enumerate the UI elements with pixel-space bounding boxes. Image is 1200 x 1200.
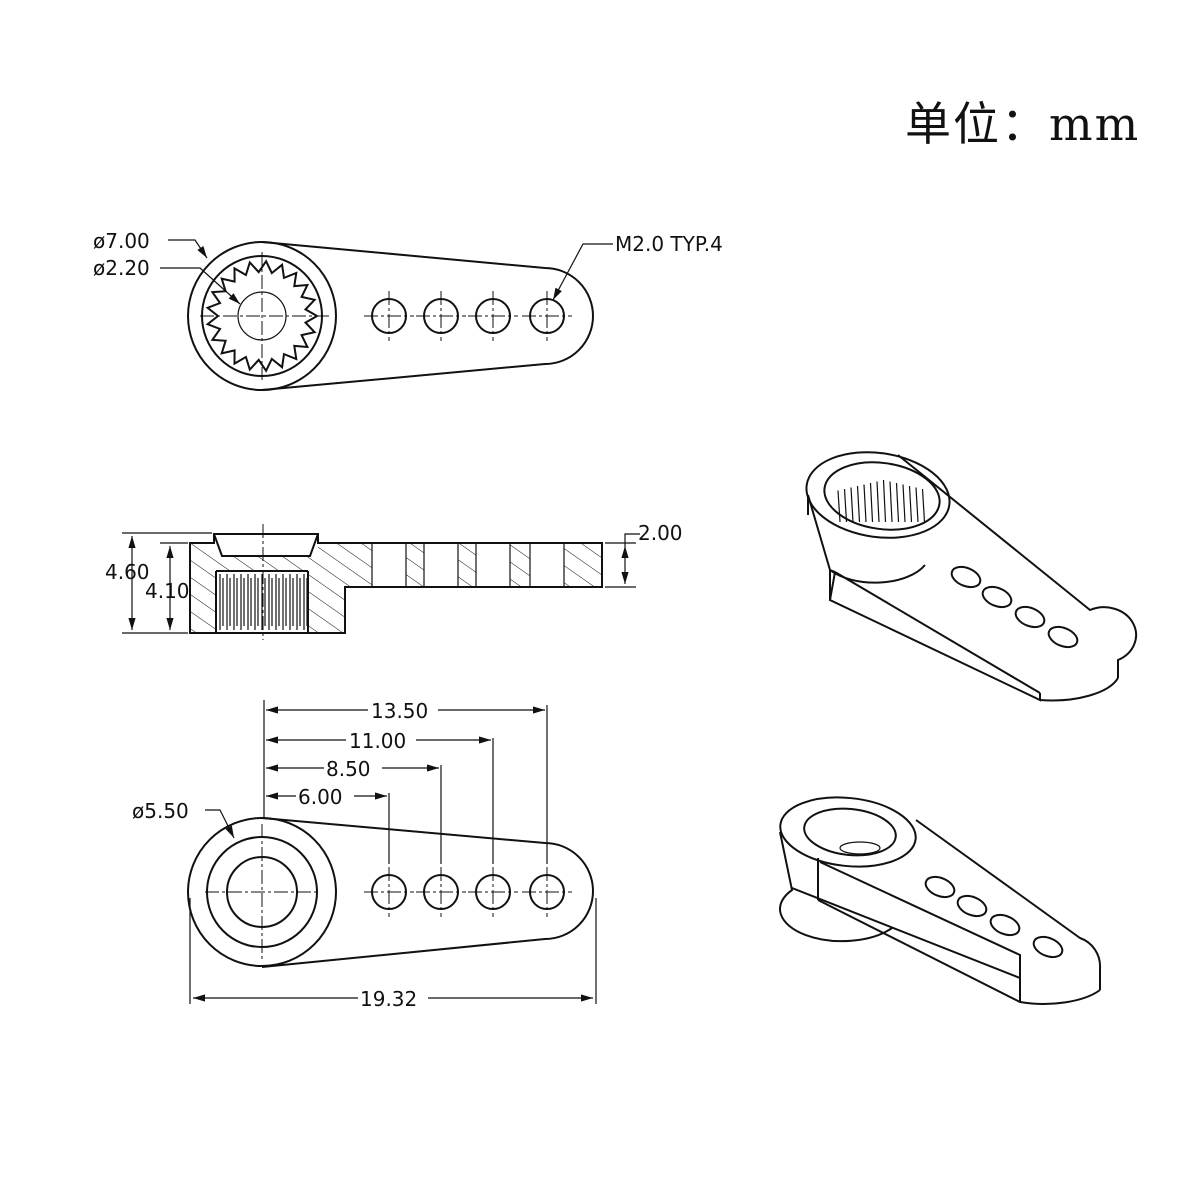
top-arm-outline [261,241,594,391]
bottom-arm-outline [261,817,594,968]
iso-top-holes [950,565,1079,649]
iso1-hole-1 [950,565,982,589]
iso-bottom-holes [924,875,1064,959]
top-hub-outer-circle [187,241,337,391]
total-height-label: 4.60 [105,560,150,584]
counterbore-diameter-label: ø5.50 [132,799,189,823]
hub-height-label: 4.10 [145,579,190,603]
overall-length-label: 19.32 [360,987,417,1011]
isometric-view-bottom [779,796,1102,1005]
bottom-view: 13.50 11.00 8.50 6.00 ø5.50 19.32 [132,698,597,1011]
bottom-arm-holes [364,867,572,917]
hole-3-distance-label: 11.00 [349,729,406,753]
section-outline [189,533,603,634]
iso2-hole-3 [989,913,1021,937]
section-view: 4.60 4.10 2.00 [105,521,683,640]
unit-label: 单位：mm [905,97,1141,151]
iso1-hole-3 [1014,605,1046,629]
top-view: ø7.00 ø2.20 M2.0 TYP.4 [93,229,723,391]
hole-4-distance-label: 13.50 [371,699,428,723]
spline-teeth-section [219,574,308,630]
top-arm-holes [364,291,572,341]
isometric-view-top [805,451,1138,702]
iso2-hole-4 [1032,935,1064,959]
outer-diameter-label: ø7.00 [93,229,150,253]
hole-callout-label: M2.0 TYP.4 [615,232,723,256]
bottom-hub-outer-circle [187,817,337,967]
spline-diameter-label: ø2.20 [93,256,150,280]
iso1-hole-4 [1047,625,1079,649]
iso2-hole-2 [956,894,988,918]
hole-1-distance-label: 6.00 [298,785,343,809]
iso1-hole-2 [981,585,1013,609]
iso2-hole-1 [924,875,956,899]
arm-thickness-label: 2.00 [638,521,683,545]
hole-2-distance-label: 8.50 [326,757,371,781]
